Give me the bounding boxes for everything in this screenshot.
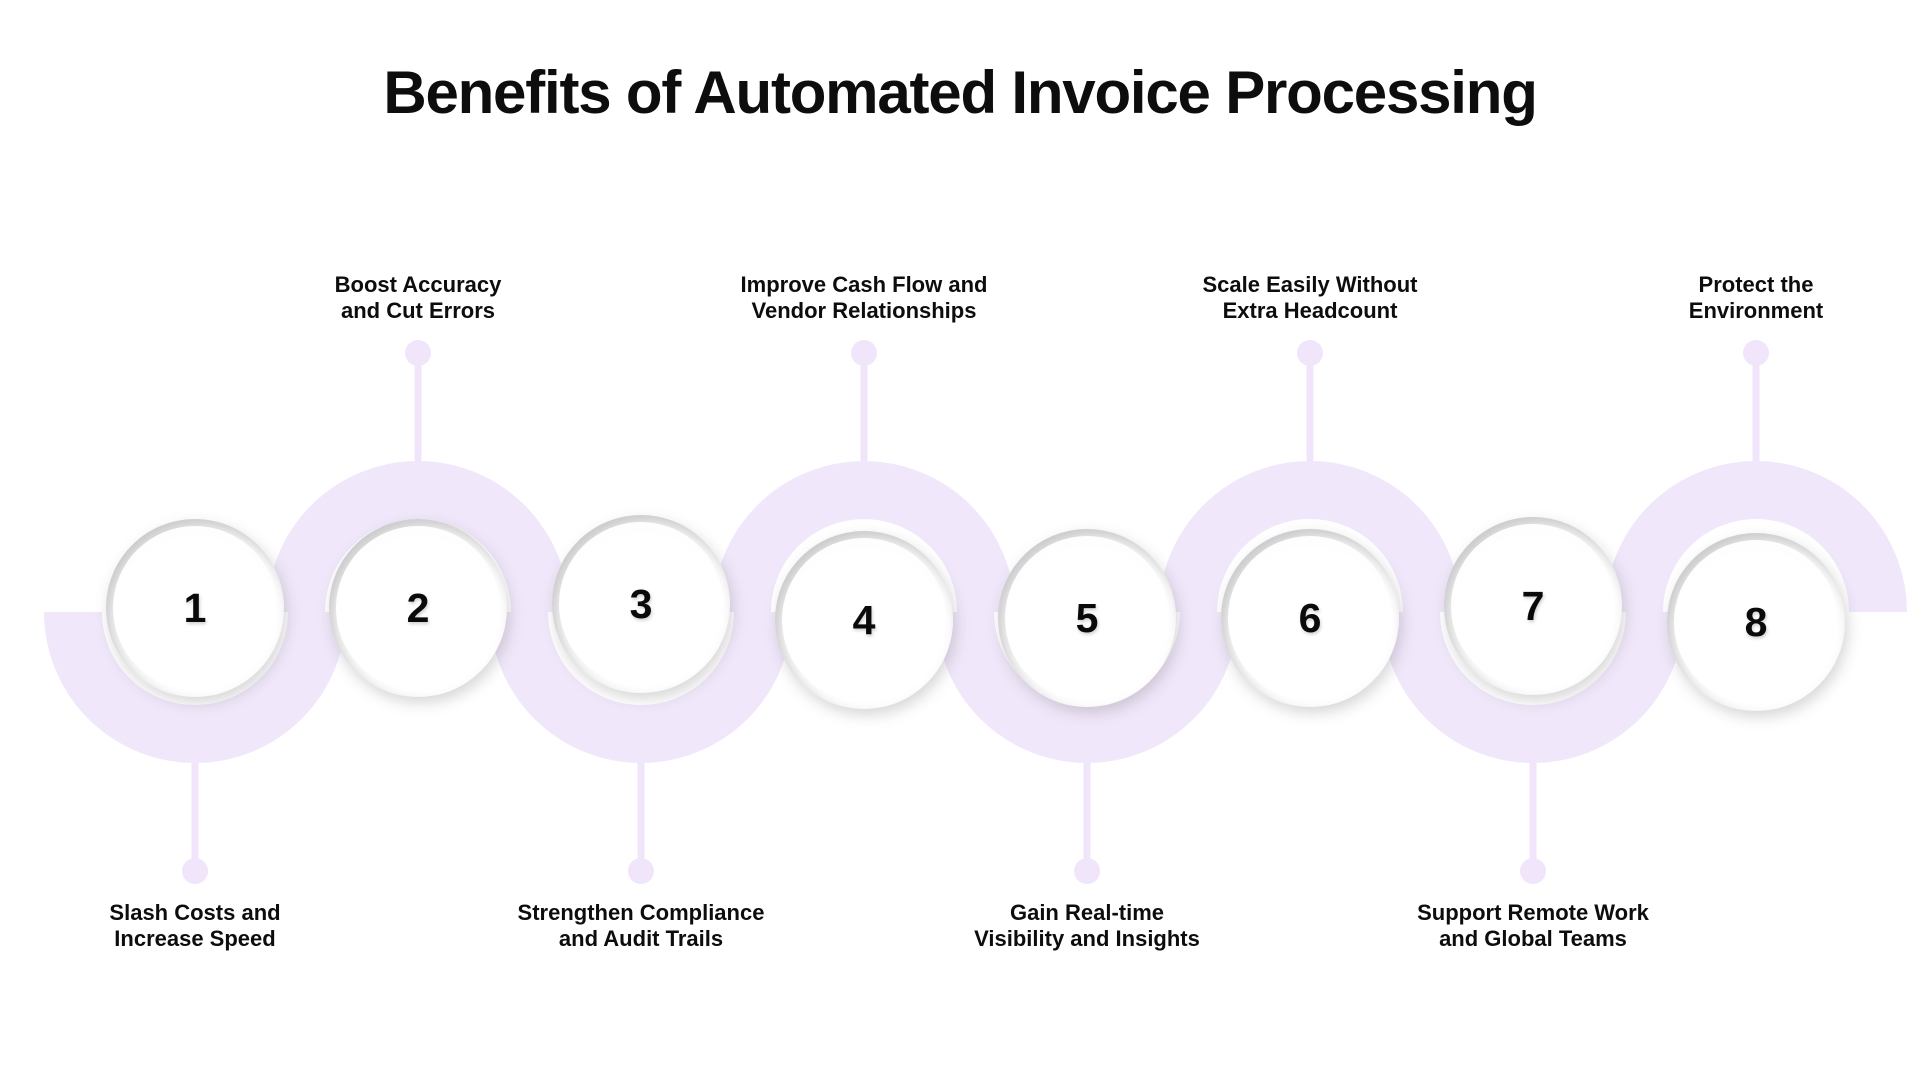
- connector-dot-8: [1743, 340, 1769, 366]
- connector-dot-3: [628, 858, 654, 884]
- benefit-number-1: 1: [183, 584, 207, 631]
- benefit-node-inner-8: 8: [1674, 540, 1838, 704]
- benefit-node-3[interactable]: 3: [552, 515, 730, 693]
- benefit-node-inner-6: 6: [1228, 536, 1392, 700]
- benefit-node-4[interactable]: 4: [775, 531, 953, 709]
- benefit-node-inner-4: 4: [782, 538, 946, 702]
- benefit-label-8: Protect the Environment: [1688, 272, 1824, 323]
- benefit-node-6[interactable]: 6: [1221, 529, 1399, 707]
- connector-dot-2: [405, 340, 431, 366]
- benefit-label-6: Scale Easily Without Extra Headcount: [1202, 272, 1418, 323]
- benefit-node-inner-1: 1: [113, 526, 277, 690]
- connector-dot-6: [1297, 340, 1323, 366]
- benefit-number-5: 5: [1075, 594, 1099, 641]
- benefit-node-inner-2: 2: [336, 526, 500, 690]
- benefit-label-3: Strengthen Compliance and Audit Trails: [517, 900, 765, 951]
- benefit-node-inner-3: 3: [559, 522, 723, 686]
- benefit-node-inner-5: 5: [1005, 536, 1169, 700]
- benefit-label-7: Support Remote Work and Global Teams: [1417, 900, 1649, 951]
- connector-dot-1: [182, 858, 208, 884]
- benefit-node-1[interactable]: 1: [106, 519, 284, 697]
- benefit-number-7: 7: [1521, 582, 1545, 629]
- benefit-number-8: 8: [1744, 598, 1768, 645]
- connector-dot-5: [1074, 858, 1100, 884]
- benefit-number-4: 4: [852, 596, 876, 643]
- benefit-label-4: Improve Cash Flow and Vendor Relationshi…: [740, 272, 988, 323]
- benefit-label-1: Slash Costs and Increase Speed: [109, 900, 281, 951]
- benefit-node-8[interactable]: 8: [1667, 533, 1845, 711]
- benefit-node-inner-7: 7: [1451, 524, 1615, 688]
- benefit-node-7[interactable]: 7: [1444, 517, 1622, 695]
- benefit-number-2: 2: [406, 584, 430, 631]
- connector-dot-4: [851, 340, 877, 366]
- benefit-label-2: Boost Accuracy and Cut Errors: [334, 272, 502, 323]
- connector-dot-7: [1520, 858, 1546, 884]
- benefit-label-5: Gain Real-time Visibility and Insights: [974, 900, 1200, 951]
- page-title: Benefits of Automated Invoice Processing: [383, 59, 1538, 126]
- benefit-number-3: 3: [629, 580, 653, 627]
- benefit-node-2[interactable]: 2: [329, 519, 507, 697]
- benefit-node-5[interactable]: 5: [998, 529, 1176, 707]
- benefit-number-6: 6: [1298, 594, 1322, 641]
